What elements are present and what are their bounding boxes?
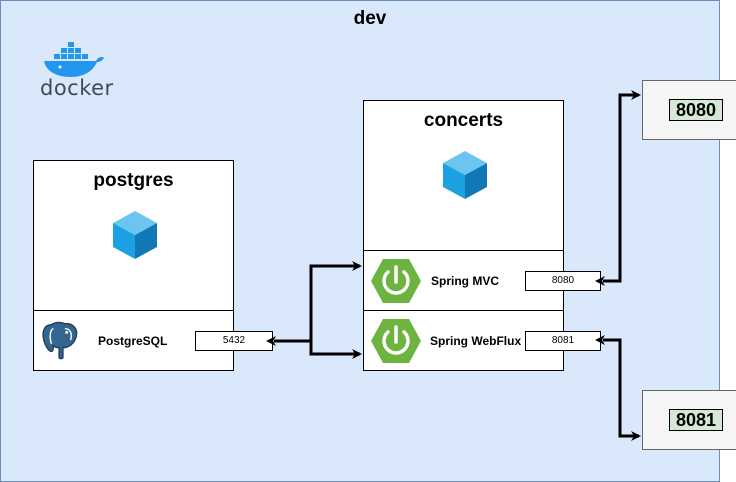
docker-whale-icon — [44, 42, 104, 77]
connector-postgres-to-spring-mvc — [266, 261, 362, 346]
spring-power-icon — [371, 259, 421, 303]
spring-power-icon — [371, 319, 421, 363]
postgresql-elephant-icon — [42, 321, 78, 360]
postgresql-service-label: PostgreSQL — [98, 334, 168, 348]
spring-webflux-service-label: Spring WebFlux — [430, 334, 522, 348]
container-cube-icon — [113, 211, 157, 259]
spring-mvc-service-label: Spring MVC — [431, 274, 499, 288]
connector-spring-webflux-to-host-8081 — [595, 335, 641, 441]
concerts-container-title: concerts — [423, 110, 504, 131]
docker-logo-text: docker — [40, 76, 114, 100]
connector-spring-mvc-to-host-8080 — [595, 90, 641, 286]
host-port-8080: 8080 — [642, 80, 736, 140]
host-port-8081: 8081 — [642, 390, 736, 450]
concerts-container: concerts — [363, 100, 564, 251]
container-cube-icon — [443, 151, 487, 199]
spring-webflux-service-row: Spring WebFlux 8081 — [363, 310, 601, 371]
connector-postgres-to-spring-webflux — [309, 341, 362, 359]
environment-title: dev — [353, 8, 387, 29]
host-port-label: 8081 — [669, 409, 723, 431]
postgres-container-title: postgres — [93, 170, 174, 191]
postgresql-service-row: PostgreSQL 5432 — [33, 310, 273, 371]
host-port-label: 8080 — [669, 99, 723, 121]
